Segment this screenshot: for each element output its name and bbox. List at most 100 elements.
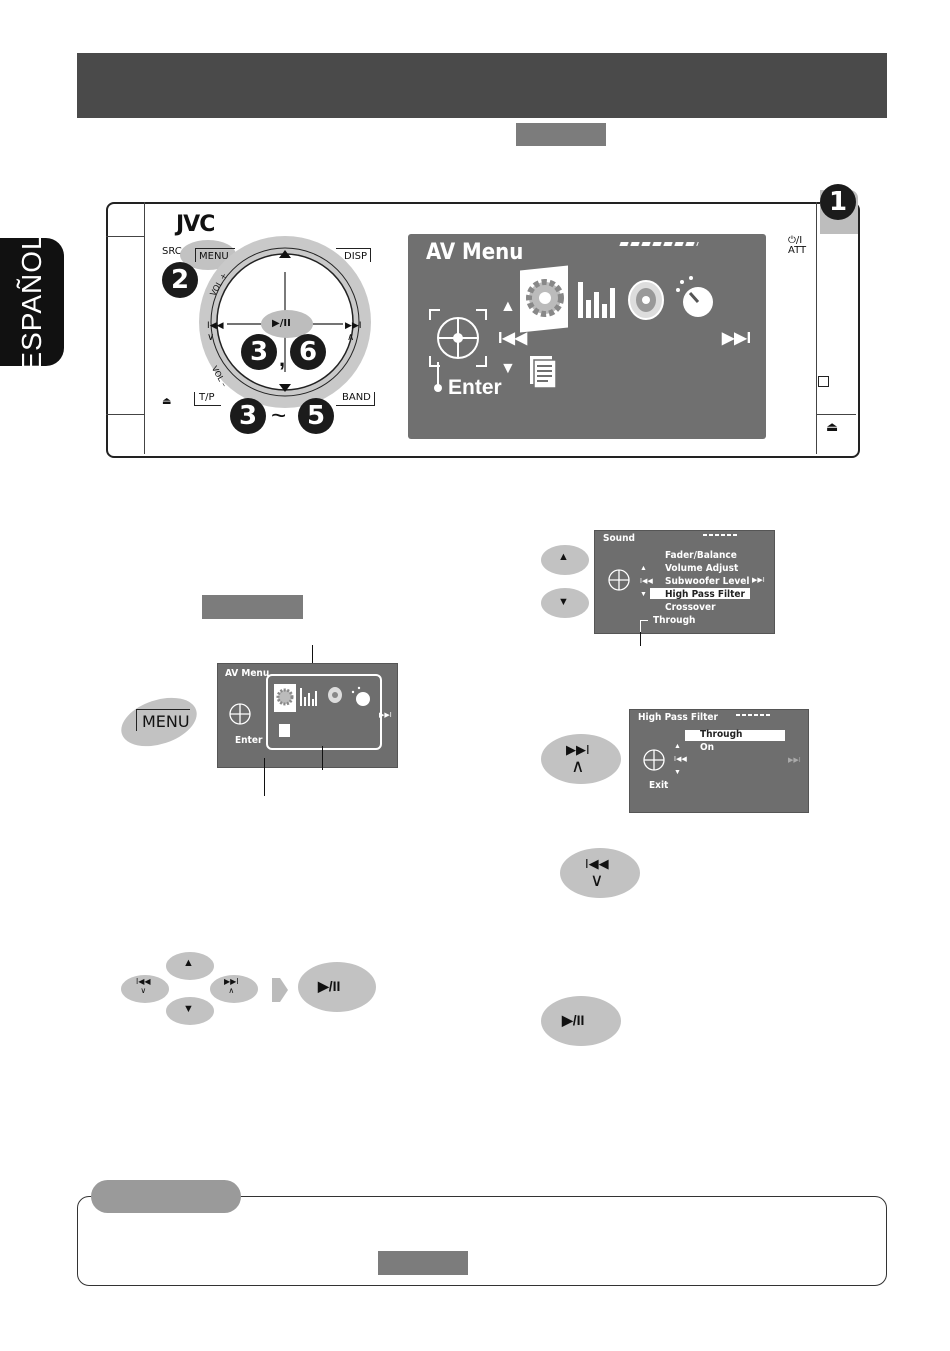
page-header-bar	[77, 53, 887, 118]
power-icon: ⏻/I	[788, 235, 803, 246]
svg-text:I◀◀: I◀◀	[207, 321, 224, 331]
head-unit-left-panel	[106, 202, 145, 454]
menu-item[interactable]: Subwoofer Level	[665, 576, 750, 587]
callout-line	[312, 645, 313, 671]
hpf-options-list: Through On	[700, 728, 742, 754]
up-arrow-icon: ▲	[558, 551, 569, 563]
next-icon: ▶▶I	[379, 712, 392, 719]
nav-icons: ▲I◀◀▼	[674, 743, 687, 776]
down-arrow-icon: ▼	[183, 1003, 194, 1015]
sound-title: Sound	[603, 533, 635, 544]
callout-line	[640, 632, 641, 646]
note-tab	[91, 1180, 241, 1213]
play-pause-button[interactable]	[298, 962, 376, 1012]
hpf-mini-screen	[629, 709, 809, 813]
tp-button[interactable]: T/P	[194, 392, 221, 406]
control-dial-icon	[429, 309, 487, 367]
signal-indicator	[703, 534, 739, 536]
screen-title: AV Menu	[426, 240, 524, 265]
callout-line	[264, 758, 265, 796]
play-pause-button[interactable]	[541, 996, 621, 1046]
divider	[106, 414, 144, 415]
menu-button-label[interactable]: MENU	[136, 709, 190, 731]
sound-menu-list: Fader/Balance Volume Adjust Subwoofer Le…	[665, 549, 749, 614]
next-icon: ▶▶I∧	[224, 977, 239, 995]
callout-line	[322, 746, 323, 770]
divider	[106, 236, 144, 237]
up-arrow-icon: ▲	[183, 957, 194, 969]
av-menu-mini-enter: Enter	[235, 735, 263, 746]
svg-text:∧: ∧	[347, 332, 354, 343]
settings-gear-icon	[526, 279, 564, 317]
step-number: 1	[820, 184, 856, 220]
step-number: 6	[290, 334, 326, 370]
callout-line	[640, 620, 648, 621]
menu-item[interactable]: Volume Adjust	[665, 563, 739, 574]
step-separator: ,	[279, 346, 286, 371]
detach-icon: ⏏	[826, 420, 839, 435]
next-button[interactable]	[210, 975, 258, 1003]
svg-text:∨: ∨	[207, 332, 214, 343]
next-icon: ▶▶I	[752, 577, 765, 584]
reset-slot	[818, 376, 829, 387]
arrow-right-icon	[272, 978, 288, 1002]
up-arrow-icon: ▲	[500, 298, 516, 315]
enter-label: Enter	[448, 376, 502, 399]
band-button[interactable]: BAND	[336, 392, 375, 406]
redacted-label	[516, 123, 606, 146]
note-box	[77, 1196, 887, 1286]
option[interactable]: On	[700, 742, 715, 753]
signal-indicator	[736, 714, 772, 716]
menu-item-selected[interactable]: High Pass Filter	[665, 589, 745, 600]
play-pause-label: ▶/II	[272, 318, 291, 329]
menu-item[interactable]: Fader/Balance	[665, 550, 737, 561]
prev-icon: I◀◀	[498, 330, 528, 347]
prev-button[interactable]	[560, 848, 640, 898]
head-unit-right-panel	[816, 202, 857, 454]
nav-icons: ▲I◀◀▼	[640, 565, 653, 598]
next-button[interactable]	[541, 734, 621, 784]
play-pause-label: ▶/II	[562, 1012, 585, 1028]
next-icon: ▶▶I∧	[566, 742, 590, 776]
selected-row-highlight	[650, 588, 750, 599]
up-button[interactable]	[541, 545, 589, 575]
up-button[interactable]	[166, 952, 214, 980]
signal-indicator	[619, 242, 699, 246]
down-arrow-icon: ▼	[558, 596, 569, 608]
speaker-icon	[628, 280, 664, 320]
menu-item[interactable]: Crossover	[665, 602, 716, 613]
settings-gear-icon	[276, 688, 294, 706]
step-number: 3	[241, 334, 277, 370]
control-dial-icon	[229, 703, 251, 725]
hpf-exit: Exit	[649, 780, 669, 791]
step-number: 3	[230, 398, 266, 434]
down-button[interactable]	[541, 588, 589, 618]
disp-button[interactable]: DISP	[336, 248, 372, 262]
svg-text:▶▶I: ▶▶I	[345, 321, 362, 331]
redacted-label	[202, 595, 303, 619]
step-number: 5	[298, 398, 334, 434]
list-document-icon	[279, 724, 290, 737]
list-document-icon	[530, 356, 557, 389]
option-selected[interactable]: Through	[700, 729, 743, 740]
equalizer-icon	[578, 282, 615, 318]
language-tab: ESPAÑOL	[0, 233, 64, 371]
prev-button[interactable]	[121, 975, 169, 1003]
down-button[interactable]	[166, 997, 214, 1025]
play-pause-label: ▶/II	[318, 978, 341, 994]
selected-row-highlight	[685, 730, 785, 741]
eject-icon[interactable]: ⏏	[162, 396, 172, 407]
next-icon-disabled: ▶▶I	[788, 757, 801, 764]
adjust-knob-icon	[676, 276, 713, 317]
redacted-label	[378, 1251, 468, 1275]
step-number: 2	[162, 262, 198, 298]
menu-button[interactable]: MENU	[195, 248, 235, 262]
current-value: Through	[653, 615, 696, 626]
av-menu-mini-title: AV Menu	[225, 668, 270, 679]
next-icon: ▶▶I	[722, 330, 752, 347]
speaker-icon	[328, 687, 342, 703]
prev-icon: I◀◀∨	[136, 977, 151, 995]
enter-pointer	[434, 362, 442, 392]
sound-mini-screen	[594, 530, 775, 634]
